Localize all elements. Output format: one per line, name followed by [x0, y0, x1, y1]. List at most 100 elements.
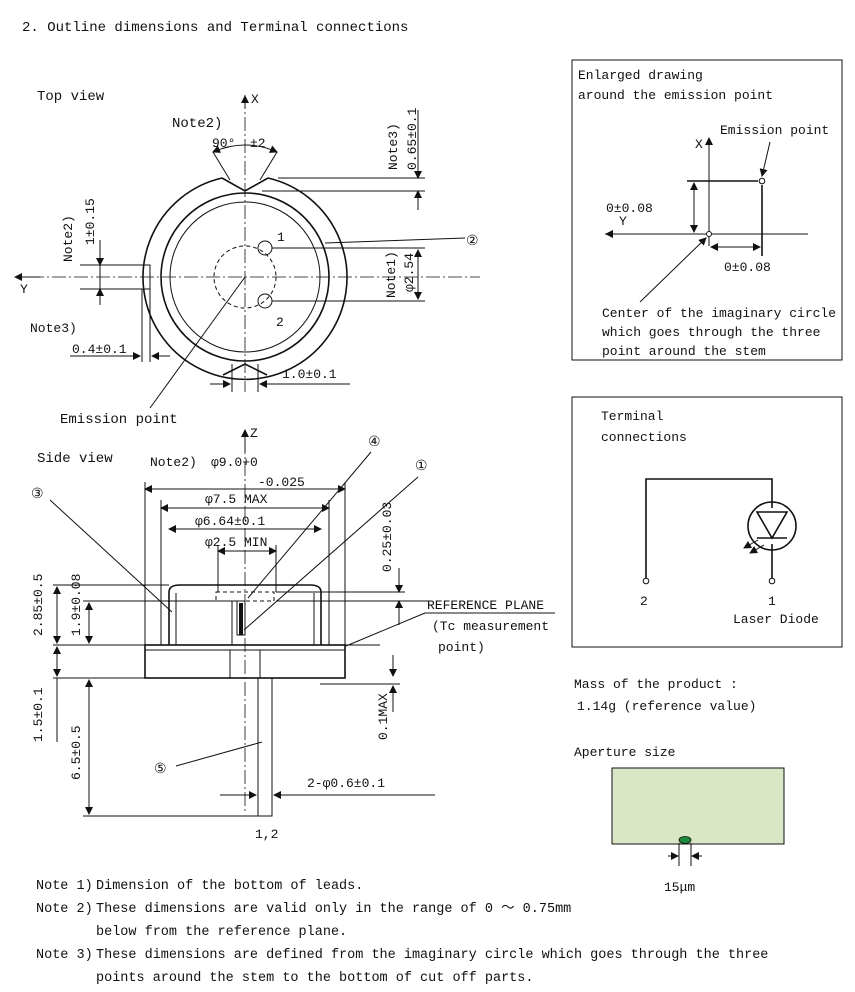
z-axis-label: Z — [250, 426, 258, 441]
y-axis-label: Y — [20, 282, 28, 297]
diode-triangle-icon — [755, 511, 789, 540]
enlarged-dim-x: 0±0.08 — [606, 201, 653, 216]
dim-1-5: 1.5±0.1 — [31, 687, 46, 742]
note-line: points around the stem to the bottom of … — [36, 967, 826, 990]
note-text: Dimension of the bottom of leads. — [96, 879, 364, 894]
cap-circle — [160, 192, 330, 362]
dia-7-5: φ7.5 MAX — [205, 492, 268, 507]
tc-point-line2: point) — [438, 640, 485, 655]
note-label: Note 1) — [36, 879, 93, 894]
lead — [257, 677, 273, 817]
center-note-3: point around the stem — [602, 344, 766, 359]
dia-2-5: φ2.5 MIN — [205, 535, 267, 550]
pin2-terminal — [642, 577, 650, 585]
emission-point-label: Emission point — [60, 412, 178, 428]
diode-circle — [747, 501, 797, 551]
enlarged-dim-y: 0±0.08 — [724, 260, 771, 275]
flange-bottom-notch — [222, 363, 268, 376]
mass-value: 1.14g (reference value) — [577, 699, 756, 714]
note-line: Note 2)These dimensions are valid only i… — [36, 898, 826, 921]
terminal-pin1-label: 1 — [768, 594, 776, 609]
side-note2-label: Note2) — [150, 455, 197, 470]
pin1-hole — [257, 240, 273, 256]
note-line: below from the reference plane. — [36, 921, 826, 944]
side-view-title: Side view — [37, 451, 113, 467]
aperture-label: Aperture size — [574, 745, 675, 760]
emission-point-marker — [758, 177, 766, 185]
stem-center-point — [706, 231, 712, 237]
note-text: These dimensions are defined from the im… — [96, 948, 769, 963]
chip-circle — [213, 245, 277, 309]
terminal-pin2-label: 2 — [640, 594, 648, 609]
pin2-label: 2 — [276, 315, 284, 330]
callout-5: ⑤ — [154, 762, 167, 778]
note-label: Note 2) — [36, 902, 93, 917]
dim-1-9: 1.9±0.08 — [69, 574, 84, 636]
note1-label: Note1) — [384, 251, 399, 298]
note-line: Note 1)Dimension of the bottom of leads. — [36, 875, 826, 898]
top-view-title: Top view — [37, 89, 105, 105]
aperture-panel: Aperture size 15μm — [574, 745, 785, 895]
dim-0-4: 0.4±0.1 — [72, 342, 127, 357]
light-emission-icon — [743, 539, 759, 549]
note-label: Note 3) — [36, 948, 93, 963]
note-text: below from the reference plane. — [96, 925, 348, 940]
enlarged-panel: Enlarged drawing around the emission poi… — [571, 59, 843, 361]
aperture-window — [611, 767, 785, 845]
window-circle — [169, 201, 321, 353]
note2-left-label: Note2) — [61, 215, 76, 262]
lead-pin-label: 1,2 — [255, 827, 278, 842]
tab-cutout — [99, 264, 151, 290]
enlarged-frame — [571, 59, 843, 361]
pin2-hole — [257, 293, 273, 309]
anode-wire — [645, 478, 773, 578]
enlarged-title-1: Enlarged drawing — [578, 68, 703, 83]
pin1-terminal — [768, 577, 776, 585]
terminal-panel: Terminal connections 2 1 Laser Diode — [571, 396, 843, 648]
notes-section: Note 1)Dimension of the bottom of leads.… — [36, 875, 826, 990]
center-note-1: Center of the imaginary circle — [602, 306, 836, 321]
center-note-2: which goes through the three — [602, 325, 820, 340]
enlarged-title-2: around the emission point — [578, 88, 773, 103]
x-axis-label: X — [251, 92, 259, 107]
dia-9-0: φ9.0+0 — [211, 455, 258, 470]
lead-diameter: 2-φ0.6±0.1 — [307, 776, 385, 791]
dim-6-5: 6.5±0.5 — [69, 725, 84, 780]
terminal-title-1: Terminal — [601, 409, 664, 424]
laser-chip — [239, 603, 243, 635]
tc-point-line1: (Tc measurement — [432, 619, 549, 634]
dim-1-0: 1.0±0.1 — [282, 367, 337, 382]
dim-2-85: 2.85±0.5 — [31, 574, 46, 636]
dia-6-64: φ6.64±0.1 — [195, 514, 265, 529]
dim-pitch-2-54: φ2.54 — [402, 253, 417, 292]
dia-9-0-tol: -0.025 — [258, 475, 305, 490]
top-view: Top view X Y 1 2 Note2) 90° ±2 Not — [14, 89, 480, 409]
stem-block — [229, 649, 261, 679]
dim-0-65: 0.65±0.1 — [405, 107, 420, 170]
enlarged-x-label: X — [695, 137, 703, 152]
side-view: Emission point Side view Z Note2) φ9.0+0… — [31, 412, 555, 842]
note2-label: Note2) — [172, 116, 222, 132]
aperture-hole — [678, 836, 692, 844]
terminal-title-2: connections — [601, 430, 687, 445]
callout-4: ④ — [368, 435, 381, 451]
dim-0-1max: 0.1MAX — [376, 693, 391, 740]
aperture-size: 15μm — [664, 880, 695, 895]
terminal-frame — [571, 396, 843, 648]
enlarged-emission-label: Emission point — [720, 123, 829, 138]
cap-body — [168, 584, 322, 645]
callout-3: ③ — [31, 487, 44, 503]
enlarged-y-label: Y — [619, 214, 627, 229]
note3-right-label: Note3) — [386, 123, 401, 170]
reference-plane-label: REFERENCE PLANE — [427, 598, 544, 613]
note3-left-label: Note3) — [30, 321, 77, 336]
section-heading: 2. Outline dimensions and Terminal conne… — [22, 20, 408, 36]
mass-label: Mass of the product : — [574, 677, 738, 692]
callout-2: ② — [466, 234, 479, 250]
note-line: Note 3)These dimensions are defined from… — [36, 944, 826, 967]
dim-1-0-15: 1±0.15 — [83, 198, 98, 245]
window-glass — [215, 591, 275, 602]
angle-value: 90° — [212, 136, 235, 151]
